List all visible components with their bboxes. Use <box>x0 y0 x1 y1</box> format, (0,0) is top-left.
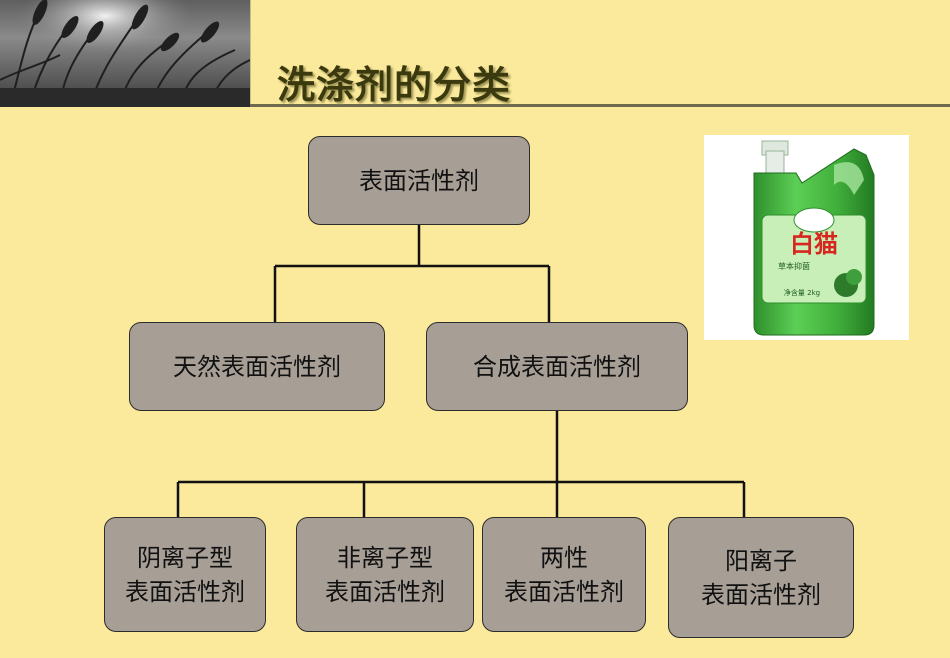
product-subtitle: 草本抑菌 <box>778 261 810 271</box>
brand-label: 白猫 <box>790 230 838 258</box>
node-cationic: 阳离子 表面活性剂 <box>668 517 854 638</box>
node-nonionic: 非离子型 表面活性剂 <box>296 517 474 632</box>
node-anionic-line2: 表面活性剂 <box>125 577 245 606</box>
node-cationic-line1: 阳离子 <box>725 546 797 575</box>
node-nonionic-line2: 表面活性剂 <box>325 577 445 606</box>
node-anionic-line1: 阴离子型 <box>137 543 233 572</box>
node-amphoteric-line1: 两性 <box>540 543 588 572</box>
node-natural-label: 天然表面活性剂 <box>173 352 341 381</box>
node-synthetic-surfactant: 合成表面活性剂 <box>426 322 688 411</box>
header-divider <box>250 104 950 107</box>
node-synthetic-label: 合成表面活性剂 <box>473 352 641 381</box>
page-title: 洗涤剂的分类 <box>277 63 512 107</box>
node-anionic: 阴离子型 表面活性剂 <box>104 517 266 632</box>
node-nonionic-line1: 非离子型 <box>337 543 433 572</box>
detergent-bottle-photo: 白猫 草本抑菌 净含量 2kg <box>704 135 909 340</box>
node-amphoteric-line2: 表面活性剂 <box>504 577 624 606</box>
net-weight: 净含量 2kg <box>784 288 820 297</box>
node-surfactant: 表面活性剂 <box>308 136 530 225</box>
node-amphoteric: 两性 表面活性剂 <box>482 517 646 632</box>
node-cationic-line2: 表面活性剂 <box>701 580 821 609</box>
header-divider-vertical <box>250 0 251 104</box>
node-surfactant-label: 表面活性剂 <box>359 166 479 195</box>
node-natural-surfactant: 天然表面活性剂 <box>129 322 385 411</box>
wheat-field-photo <box>0 0 250 107</box>
